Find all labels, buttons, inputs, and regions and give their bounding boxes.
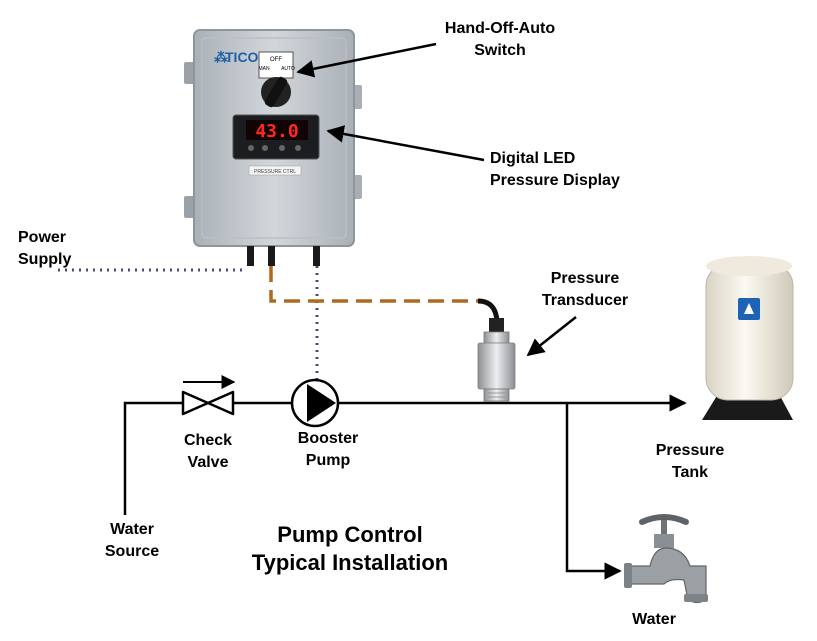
switch-mark-man: MAN xyxy=(258,66,270,72)
label-water-outlet: Water xyxy=(612,609,696,631)
label-led-display: Digital LED Pressure Display xyxy=(490,148,650,192)
transducer-pointer xyxy=(526,316,577,357)
led-readout: 43.0 xyxy=(255,121,298,142)
switch-mark-auto: AUTO xyxy=(281,66,295,72)
label-line: Power xyxy=(18,229,67,246)
piping xyxy=(123,394,687,580)
label-power-supply: Power Supply xyxy=(18,227,108,271)
label-line: Check xyxy=(183,432,233,449)
pressure-transducer xyxy=(477,318,516,402)
label-line: Transducer xyxy=(541,292,629,309)
label-line: Booster xyxy=(297,430,359,447)
pressure-tank xyxy=(702,256,794,420)
label-water-source: Water Source xyxy=(90,519,174,563)
diagram-title: Pump Control Typical Installation xyxy=(220,521,480,577)
hoa-switch-knob: OFF MAN AUTO xyxy=(258,51,295,108)
label-pressure-transducer: Pressure Transducer xyxy=(520,268,650,312)
label-line: Switch xyxy=(474,42,526,59)
label-line: Water xyxy=(110,521,154,538)
label-line: Tank xyxy=(671,464,709,481)
label-line: Supply xyxy=(18,251,72,268)
switch-mark-off: OFF xyxy=(270,57,282,63)
label-line: Pressure Display xyxy=(490,172,620,189)
label-hoa-switch: Hand-Off-Auto Switch xyxy=(420,18,580,62)
label-line: Source xyxy=(104,543,160,560)
title-line: Typical Installation xyxy=(251,550,449,575)
control-panel: ⁂ TICONN OFF MAN AUTO 43.0 xyxy=(184,29,362,266)
label-line: Hand-Off-Auto xyxy=(444,20,556,37)
label-line: Water xyxy=(632,611,676,628)
pump-icon xyxy=(290,378,340,428)
label-line: Valve xyxy=(187,454,229,471)
hoa-pointer xyxy=(296,42,437,78)
display-pointer xyxy=(326,125,485,162)
check-valve-icon xyxy=(181,375,236,416)
title-line: Pump Control xyxy=(277,522,423,547)
label-booster-pump: Booster Pump xyxy=(278,428,378,472)
faucet-icon xyxy=(624,514,708,604)
label-line: Pump xyxy=(305,452,351,469)
transducer-cable xyxy=(269,266,480,303)
label-pressure-tank: Pressure Tank xyxy=(640,440,740,484)
label-line: Pressure xyxy=(655,442,725,459)
led-display: 43.0 xyxy=(232,114,320,160)
brand-logo: ⁂ xyxy=(214,49,228,65)
label-line: Pressure xyxy=(550,270,620,287)
label-check-valve: Check Valve xyxy=(166,430,250,474)
label-line: Digital LED xyxy=(490,150,576,167)
nameplate-text: PRESSURE CTRL xyxy=(254,169,296,175)
